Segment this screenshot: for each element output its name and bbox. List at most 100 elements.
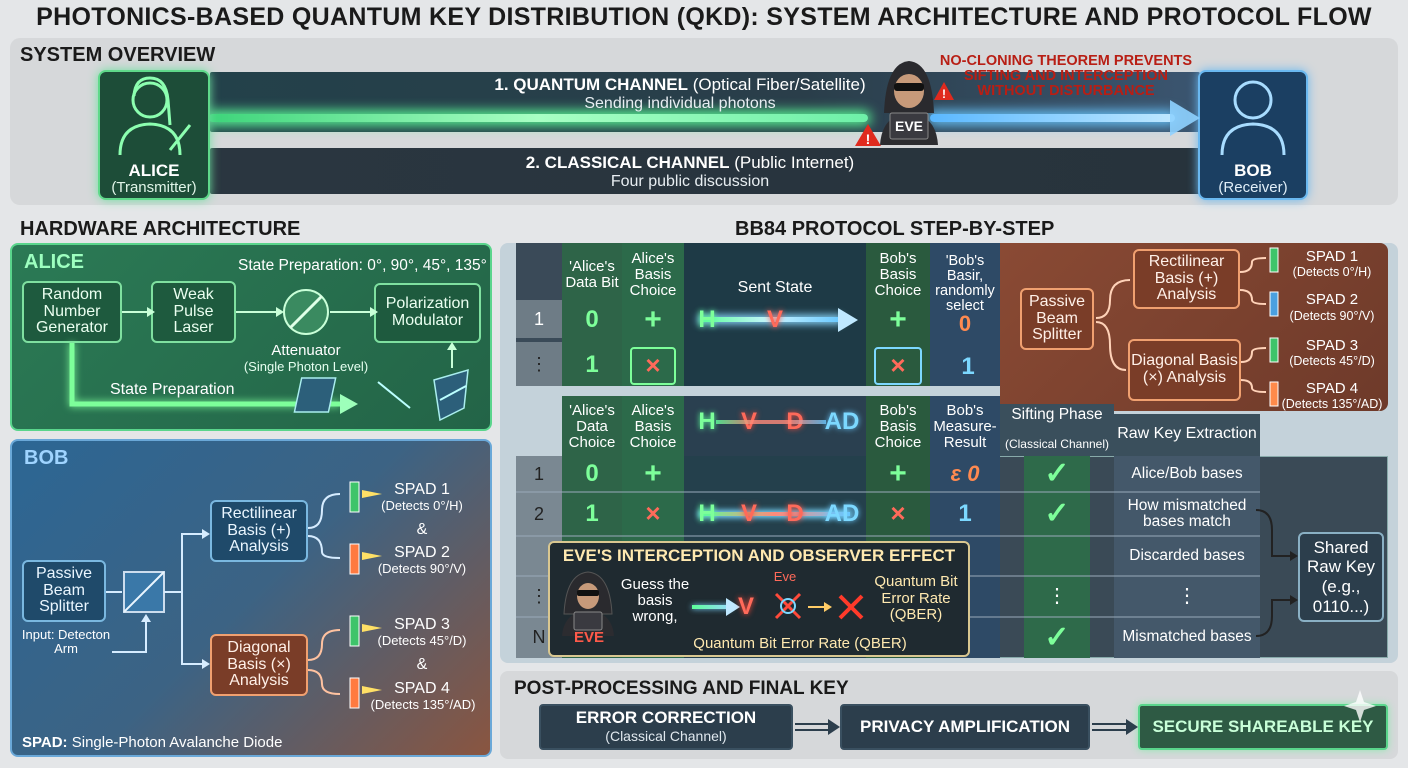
col-alice-bit xyxy=(562,243,622,386)
mid-col-bob-res xyxy=(930,396,1000,456)
right-spad1: SPAD 1 xyxy=(1305,248,1359,265)
bob-rect-box: Rectilinear Basis (+) Analysis xyxy=(210,500,308,562)
mid-header-sift-note: (Classical Channel) xyxy=(1004,436,1110,451)
bob-spad1-note: (Detects 0°/H) xyxy=(381,498,463,513)
top-row1-beam xyxy=(700,317,840,322)
right-spad1-note: (Detects 0°/H) xyxy=(1292,265,1372,279)
mid-col-bit xyxy=(562,396,622,456)
spad-legend: SPAD: Single-Photon Avalanche Diode xyxy=(22,734,283,752)
eve-box-beam xyxy=(692,605,732,609)
bob-spad4-note: (Detects 135°/AD) xyxy=(370,697,476,712)
classical-channel-title: 2. CLASSICAL CHANNEL xyxy=(525,153,730,172)
row1-basis: + xyxy=(644,457,662,491)
row1-raw: Alice/Bob bases xyxy=(1131,464,1243,482)
row2-num: 2 xyxy=(533,503,544,524)
top-row-num-2 xyxy=(516,342,562,386)
right-spad2-note: (Detects 90°/V) xyxy=(1289,309,1375,323)
main-col-raw xyxy=(1114,456,1260,658)
bob-hw-label: BOB xyxy=(24,447,69,469)
mid-state-h: H xyxy=(698,408,716,436)
state-prep-label: State Preparation xyxy=(110,381,235,398)
privacy-amp-box xyxy=(840,704,1090,750)
mid-state-ad: AD xyxy=(824,408,860,436)
bob-role: (Receiver) xyxy=(1218,179,1288,196)
mid-col-raw xyxy=(1114,414,1260,456)
row2-raw: How mismatched bases match xyxy=(1127,496,1247,530)
right-rect-box: Rectilinear Basis (+) Analysis xyxy=(1133,249,1240,309)
quantum-channel-note: (Optical Fiber/Satellite) xyxy=(692,75,866,94)
col-bob-basis xyxy=(866,243,930,386)
top-header-bob-bit: 'Bob's Basir, randomly select xyxy=(935,252,995,315)
bob-splitter-box: Passive Beam Splitter xyxy=(22,560,106,622)
alice-role: (Transmitter) xyxy=(111,179,197,196)
top-row1-bit: 0 xyxy=(585,306,599,334)
col-bob-bit xyxy=(930,243,1000,386)
row1-num: 1 xyxy=(533,463,544,484)
classical-channel-band xyxy=(210,148,1200,194)
bob-spad4: SPAD 4 xyxy=(394,680,450,697)
row4-sift: ⋮ xyxy=(1047,585,1067,607)
mid-state-beam xyxy=(716,420,826,424)
laser-box: Weak Pulse Laser xyxy=(151,281,236,343)
top-row1-num: 1 xyxy=(533,308,544,329)
bb84-heading: BB84 PROTOCOL STEP-BY-STEP xyxy=(735,218,1055,240)
eve-figure: EVE xyxy=(876,55,942,145)
top-row1-state-v: V xyxy=(766,306,783,334)
row2-state-v: V xyxy=(740,500,757,528)
top-row1-bob-bit: 0 xyxy=(958,311,972,337)
right-splitter-box: Passive Beam Splitter xyxy=(1020,288,1094,350)
top-row-num-1 xyxy=(516,300,562,338)
col-sent-state xyxy=(684,243,866,386)
mid-col-sift xyxy=(1000,404,1114,456)
modulator-box: Polarization Modulator xyxy=(374,283,481,343)
mid-header-bob-basis: Bob's Basis Choice xyxy=(874,402,922,451)
right-spad2: SPAD 2 xyxy=(1305,291,1359,308)
quantum-channel-label: 1. QUANTUM CHANNEL (Optical Fiber/Satell… xyxy=(420,75,940,95)
privacy-amp-label: PRIVACY AMPLIFICATION xyxy=(860,717,1070,737)
eve-box-guess: Guess the basis wrong, xyxy=(620,576,690,626)
right-spad4: SPAD 4 xyxy=(1305,380,1359,397)
eve-interception-box xyxy=(548,541,970,657)
overview-heading: SYSTEM OVERVIEW xyxy=(20,44,216,66)
row3-raw: Discarded bases xyxy=(1129,546,1245,564)
row4-raw: ⋮ xyxy=(1177,585,1197,607)
bob-input-label: Input: Detecton Arm xyxy=(21,627,111,657)
top-header-sent: Sent State xyxy=(737,278,813,296)
classical-channel-sub: Four public discussion xyxy=(610,173,770,190)
bob-spad2-note: (Detects 90°/V) xyxy=(377,561,467,576)
row1-result: ε 0 xyxy=(950,461,980,487)
bob-diag-box: Diagonal Basis (×) Analysis xyxy=(210,634,308,696)
quantum-channel-title: 1. QUANTUM CHANNEL xyxy=(494,75,688,94)
spad-legend-text: Single-Photon Avalanche Diode xyxy=(71,734,283,751)
eve-box-eve-small: Eve xyxy=(773,569,797,584)
bob-spad1: SPAD 1 xyxy=(394,481,450,498)
row2-bob-basis: × xyxy=(890,498,906,529)
classical-channel-note: (Public Internet) xyxy=(734,153,855,172)
row5-num: N xyxy=(532,627,546,648)
col-alice-basis xyxy=(622,243,684,386)
top-row2-bob-bit: 1 xyxy=(961,353,975,381)
row1-bob-basis: + xyxy=(889,457,907,491)
top-header-bit: 'Alice's Data Bit xyxy=(565,258,619,291)
eve-label: EVE xyxy=(894,118,923,134)
bob-spad2: SPAD 2 xyxy=(394,544,450,561)
right-spad3-note: (Detects 45°/D) xyxy=(1289,354,1375,368)
top-row2-basis-frame xyxy=(630,347,676,385)
row2-beam xyxy=(700,512,850,516)
secure-key-label: SECURE SHAREABLE KEY xyxy=(1152,717,1374,737)
mid-col-bob-basis xyxy=(866,396,930,456)
top-row1-basis: + xyxy=(644,303,662,337)
bob-amp-2: & xyxy=(416,656,428,673)
alice-name: ALICE xyxy=(128,161,180,180)
quantum-photon-beam xyxy=(208,114,868,122)
mid-header-basis: Alice's Basis Choice xyxy=(629,402,677,451)
row2-state-d: D xyxy=(786,500,804,528)
top-row2-bob-basis: × xyxy=(890,350,906,381)
top-header-basis: Alice's Basis Choice xyxy=(629,250,677,299)
top-row1-state-h: H xyxy=(698,306,716,334)
row2-result: 1 xyxy=(958,500,972,528)
row2-state-ad: AD xyxy=(824,500,860,528)
quantum-beam-bob xyxy=(930,114,1175,122)
mid-col-basis xyxy=(622,396,684,456)
row5-check: ✓ xyxy=(1044,620,1070,654)
